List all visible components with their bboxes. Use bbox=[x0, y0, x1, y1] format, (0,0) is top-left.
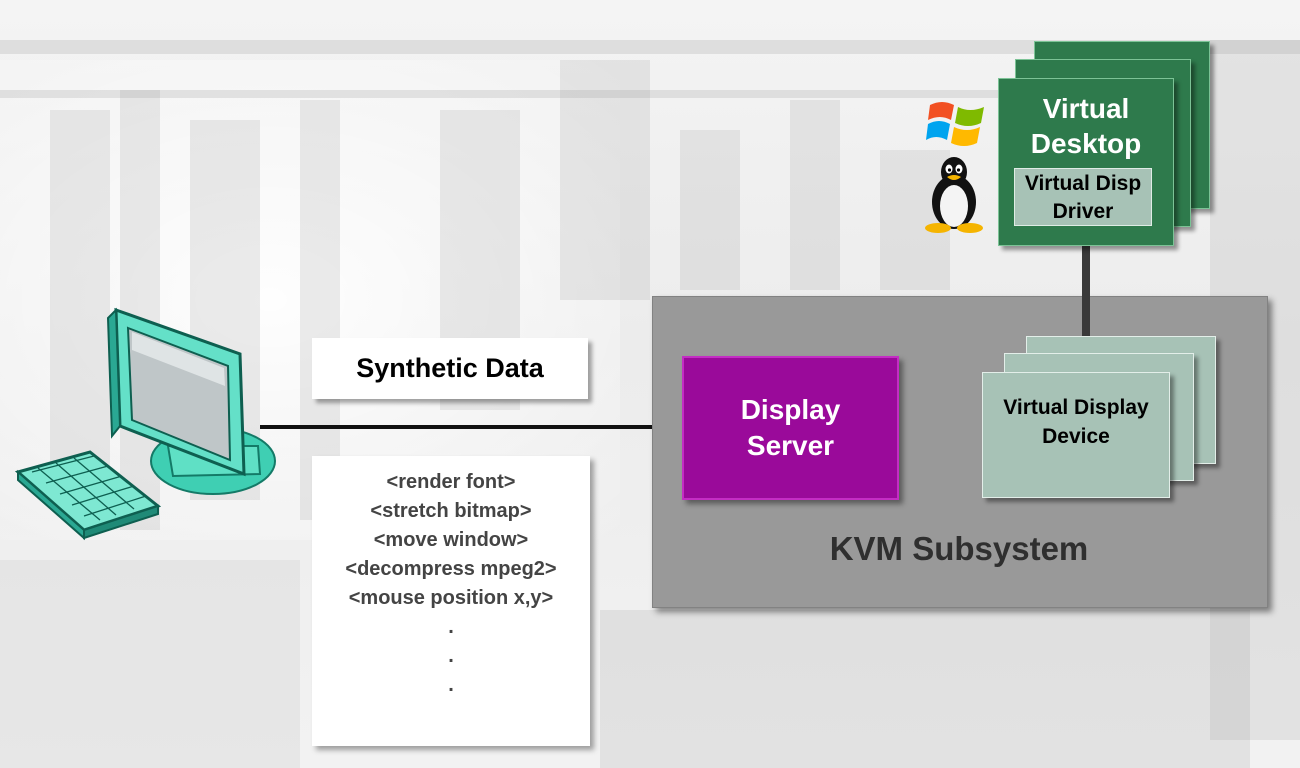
virtual-display-device-box: Virtual Display Device bbox=[982, 372, 1170, 498]
virtual-display-driver-label-line1: Virtual Disp bbox=[1024, 172, 1142, 195]
virtual-desktop-label-line1: Virtual bbox=[1042, 93, 1130, 124]
command-item: <render font> bbox=[386, 471, 516, 493]
windows-logo-icon bbox=[926, 102, 984, 146]
virtual-desktop-label-line2: Desktop bbox=[1030, 128, 1142, 159]
virtual-display-device-label-line1: Virtual Display bbox=[1003, 396, 1149, 419]
linux-penguin-icon bbox=[925, 157, 983, 233]
connection-line bbox=[260, 425, 655, 429]
virtual-desktop-box: Virtual Desktop Virtual Disp Driver bbox=[998, 78, 1174, 246]
ellipsis-dot: . bbox=[448, 645, 454, 667]
command-item: <decompress mpeg2> bbox=[345, 558, 557, 580]
desktop-to-device-connector bbox=[1082, 244, 1090, 372]
command-item: <mouse position x,y> bbox=[348, 587, 554, 609]
virtual-display-device-label-line2: Device bbox=[1042, 425, 1110, 448]
kvm-subsystem-label: KVM Subsystem bbox=[829, 530, 1089, 567]
command-item: <stretch bitmap> bbox=[370, 500, 532, 522]
client-computer-icon bbox=[14, 307, 276, 541]
virtual-display-driver-box: Virtual Disp Driver bbox=[1014, 168, 1152, 226]
ellipsis-dot: . bbox=[448, 616, 454, 638]
virtual-display-driver-label-line2: Driver bbox=[1052, 200, 1114, 223]
display-server-box: Display Server bbox=[682, 356, 899, 500]
display-server-label-line1: Display bbox=[740, 394, 841, 425]
command-item: <move window> bbox=[373, 529, 529, 551]
synthetic-data-label: Synthetic Data bbox=[312, 338, 588, 399]
command-list-box: <render font> <stretch bitmap> <move win… bbox=[312, 456, 590, 746]
display-server-label-line2: Server bbox=[746, 430, 835, 461]
ellipsis-dot: . bbox=[448, 674, 454, 696]
